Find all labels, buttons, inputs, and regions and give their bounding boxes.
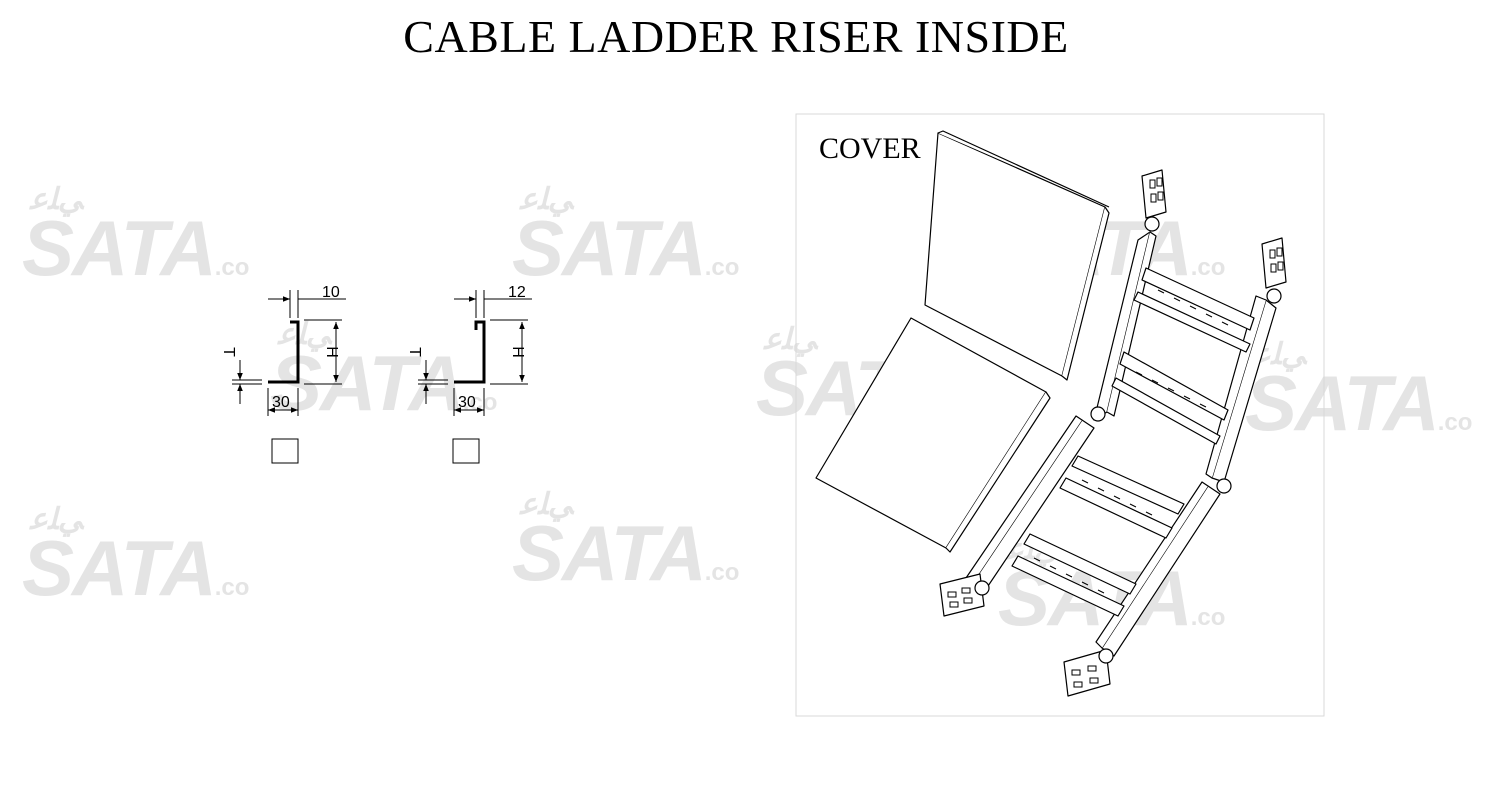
profile-left-section	[268, 320, 300, 384]
profile-left-bottom-dim: 30	[272, 394, 290, 411]
hinge-pivot	[1098, 648, 1114, 664]
rung	[1119, 351, 1229, 421]
hinge-pivot	[1216, 478, 1232, 494]
cover-upper-lip	[937, 130, 1110, 208]
rung	[1111, 377, 1221, 445]
splice-plate-top-right	[1261, 237, 1287, 289]
splice-plate-bottom-right	[1063, 649, 1111, 697]
profile-left-checkbox	[271, 438, 299, 464]
rung	[1059, 477, 1173, 539]
profile-right-bottom-dim: 30	[458, 394, 476, 411]
profile-right-height-label: H	[509, 346, 526, 358]
page-title: CABLE LADDER RISER INSIDE	[403, 11, 1069, 62]
profile-left	[232, 290, 346, 464]
cover-label: COVER	[819, 132, 921, 165]
profile-right-checkbox	[452, 438, 480, 464]
view-frame	[795, 113, 1325, 717]
cover-upper	[924, 132, 1106, 377]
rung	[1133, 291, 1251, 353]
profile-right-thickness-label: T	[406, 347, 423, 357]
profile-left-thickness-label: T	[220, 347, 237, 357]
ladder-riser	[939, 169, 1287, 697]
hinge-pivot	[1266, 288, 1282, 304]
splice-plate-bottom-left	[939, 573, 985, 617]
rung	[1011, 555, 1125, 617]
cover-lower-edge	[945, 391, 1051, 553]
slots	[947, 177, 1284, 688]
profile-right	[418, 290, 532, 464]
lower-right-rail	[1101, 485, 1221, 657]
profile-right-top-dim: 12	[508, 284, 526, 301]
cover-panels	[815, 130, 1110, 553]
hinge-pivot	[1144, 216, 1160, 232]
hinge-pivot	[1090, 406, 1106, 422]
profile-left-height-label: H	[323, 346, 340, 358]
profile-left-top-dim: 10	[322, 284, 340, 301]
rung	[1071, 455, 1185, 515]
cover-upper-edge	[1061, 206, 1110, 381]
rung	[1023, 533, 1137, 595]
hinge-pivot	[974, 580, 990, 596]
rung	[1141, 267, 1255, 331]
profile-right-section	[454, 320, 486, 384]
